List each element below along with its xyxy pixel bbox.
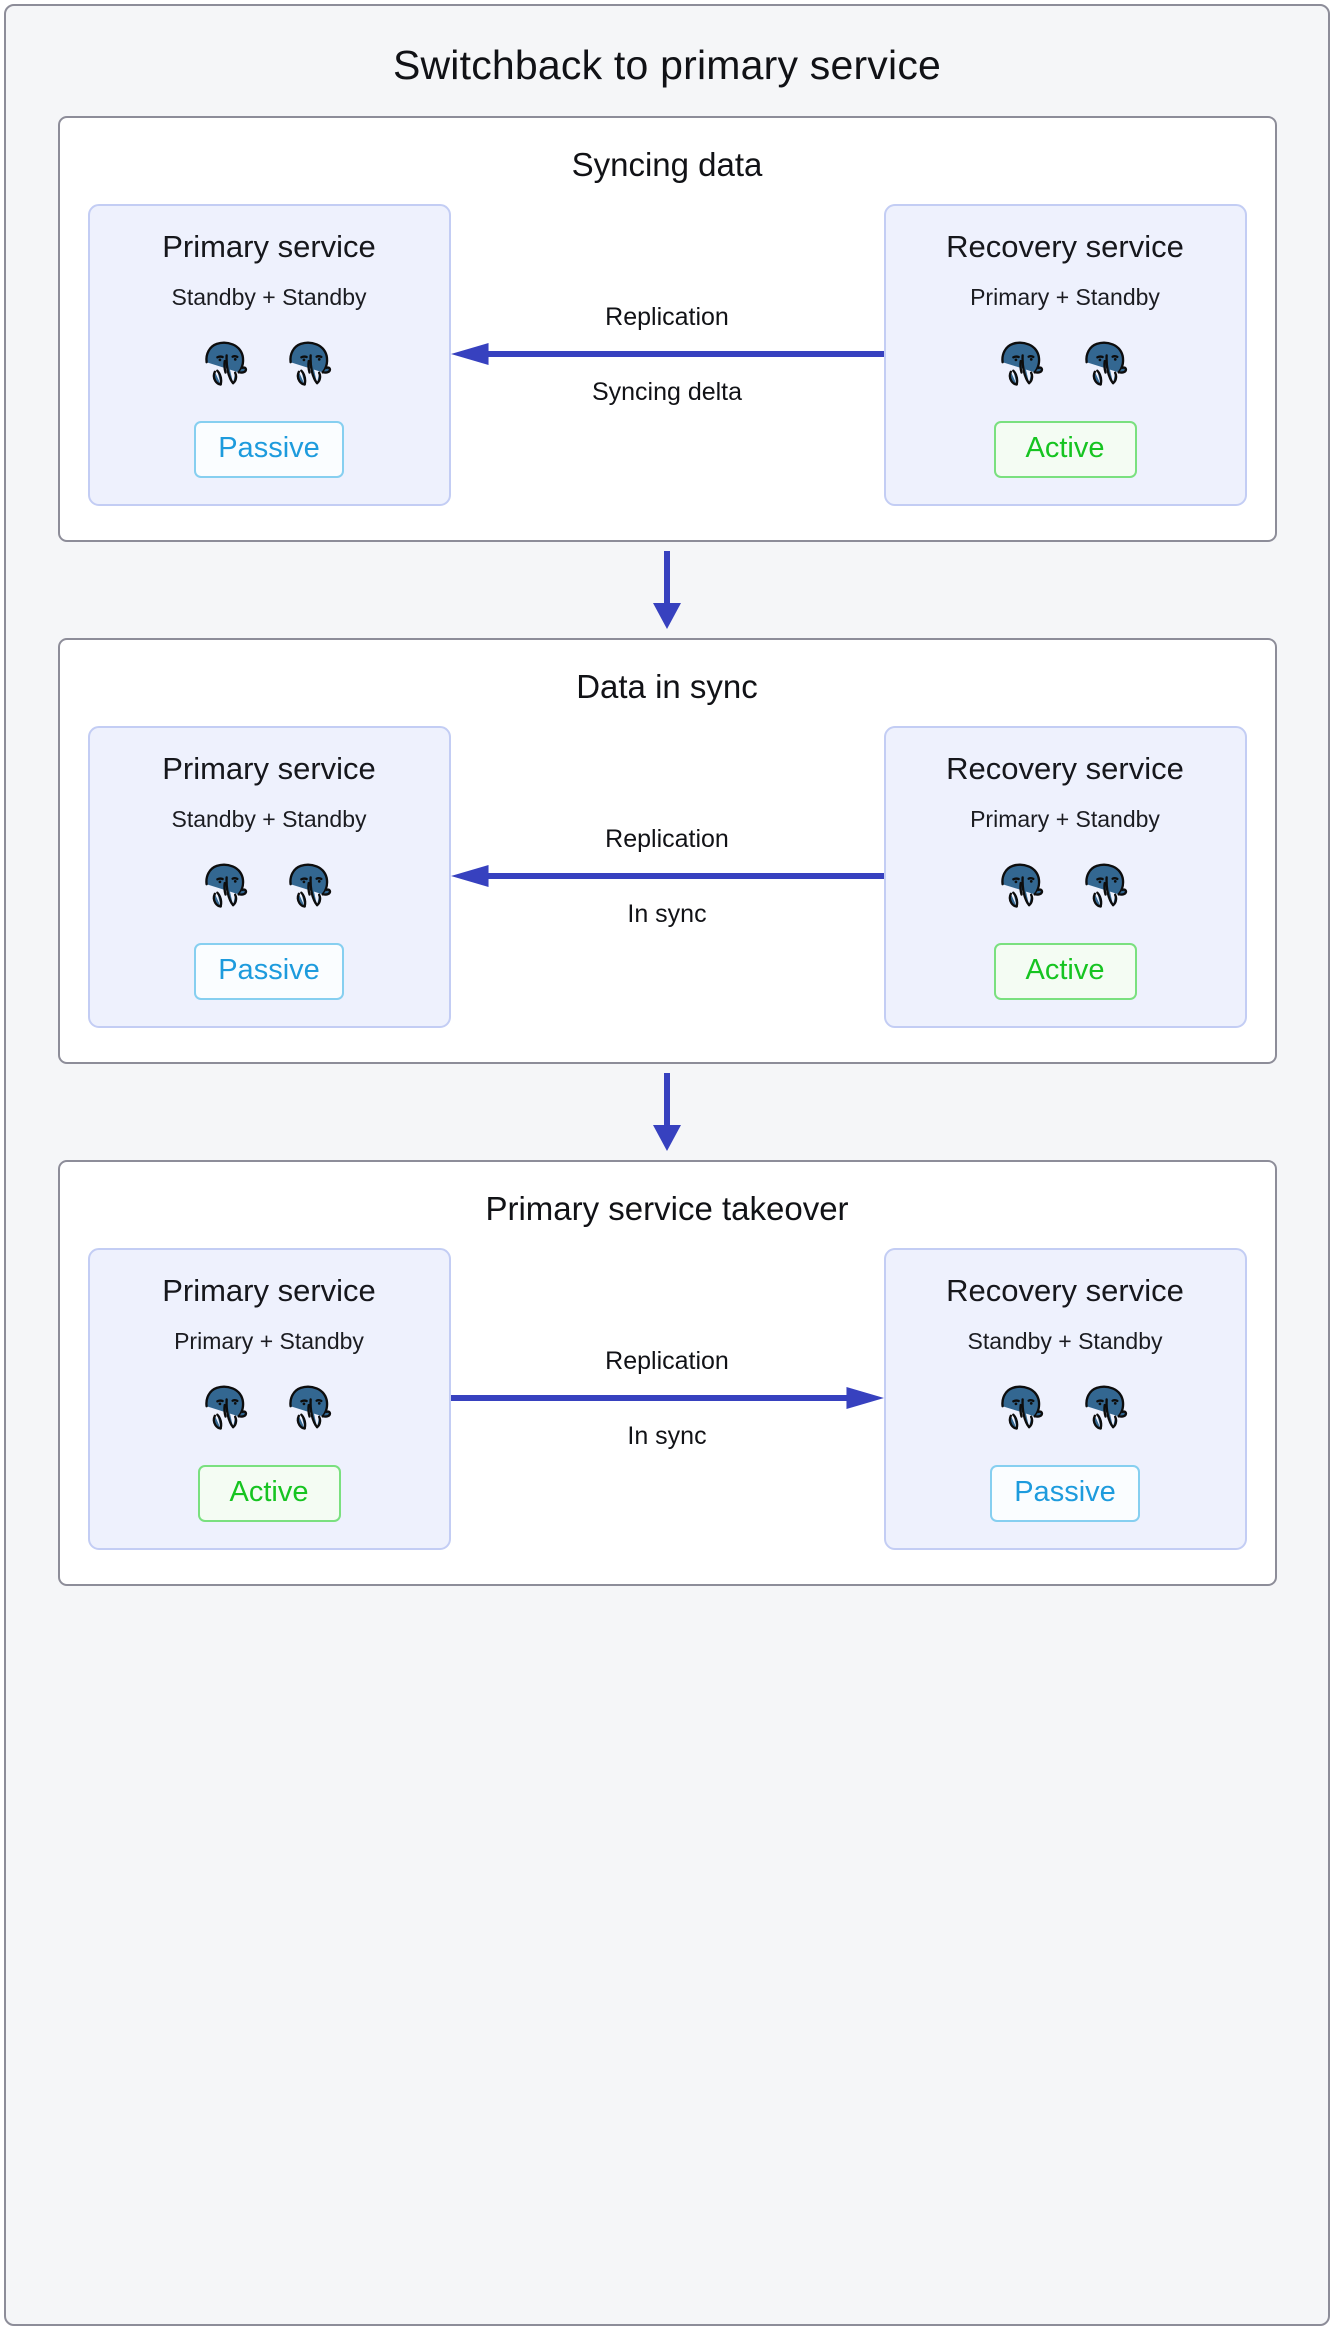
- stage-connector: [6, 542, 1328, 638]
- postgres-elephant-icon: [1085, 863, 1128, 908]
- service-roles: Standby + Standby: [171, 284, 367, 311]
- status-badge: Passive: [990, 1465, 1140, 1523]
- replication-arrow-left-icon: [450, 343, 884, 366]
- service-name: Recovery service: [946, 229, 1184, 264]
- database-node-group: [198, 857, 340, 915]
- service-roles: Primary + Standby: [970, 284, 1160, 311]
- replication-label-bottom: In sync: [627, 900, 707, 929]
- postgres-elephant-icon: [205, 863, 248, 908]
- database-node-group: [994, 335, 1136, 393]
- stage-title: Data in sync: [576, 668, 758, 706]
- status-badge: Passive: [194, 421, 344, 479]
- replication-label-top: Replication: [605, 1346, 729, 1375]
- database-node-group: [198, 1379, 340, 1437]
- replication-label-bottom: Syncing delta: [591, 378, 743, 407]
- diagram-frame: Switchback to primary service Syncing da…: [4, 4, 1330, 2326]
- stage-connector: [6, 1064, 1328, 1160]
- replication-link: Replication In sync: [450, 1248, 884, 1550]
- postgres-elephant-icon: [1001, 341, 1044, 386]
- postgres-elephant-icon: [289, 1385, 332, 1430]
- service-roles: Standby + Standby: [171, 806, 367, 833]
- stage-title: Syncing data: [571, 146, 763, 183]
- postgres-elephant-icon: [205, 341, 248, 386]
- replication-arrow-left-icon: [450, 865, 884, 888]
- database-node-group: [994, 857, 1136, 915]
- postgres-elephant-icon: [289, 863, 332, 908]
- replication-arrow-right-icon: [450, 1387, 884, 1410]
- flow-arrow-down-icon: [653, 551, 681, 630]
- figure-title: Switchback to primary service: [392, 42, 942, 88]
- stage-title: Primary service takeover: [485, 1190, 849, 1228]
- replication-label-bottom: In sync: [627, 1422, 707, 1451]
- service-roles: Primary + Standby: [174, 1328, 364, 1355]
- postgres-elephant-icon: [1085, 341, 1128, 386]
- status-badge: Passive: [194, 943, 344, 1001]
- service-roles: Primary + Standby: [970, 806, 1160, 833]
- postgres-elephant-icon: [205, 1385, 248, 1430]
- status-badge: Active: [993, 943, 1137, 1001]
- service-name: Primary service: [162, 1273, 376, 1309]
- replication-label-top: Replication: [605, 824, 729, 853]
- status-badge: Active: [993, 421, 1137, 479]
- service-name: Primary service: [162, 751, 376, 787]
- replication-label-top: Replication: [605, 302, 729, 331]
- database-node-group: [994, 1379, 1136, 1437]
- service-name: Recovery service: [946, 1273, 1184, 1309]
- postgres-elephant-icon: [1085, 1385, 1128, 1430]
- postgres-elephant-icon: [1001, 1385, 1044, 1430]
- postgres-elephant-icon: [1001, 863, 1044, 908]
- database-node-group: [198, 335, 340, 393]
- status-badge: Active: [197, 1465, 341, 1523]
- service-roles: Standby + Standby: [967, 1328, 1163, 1355]
- replication-link: Replication In sync: [450, 726, 884, 1028]
- service-name: Recovery service: [946, 751, 1184, 787]
- service-name: Primary service: [162, 229, 376, 264]
- flow-arrow-down-icon: [653, 1073, 681, 1152]
- postgres-elephant-icon: [289, 341, 332, 386]
